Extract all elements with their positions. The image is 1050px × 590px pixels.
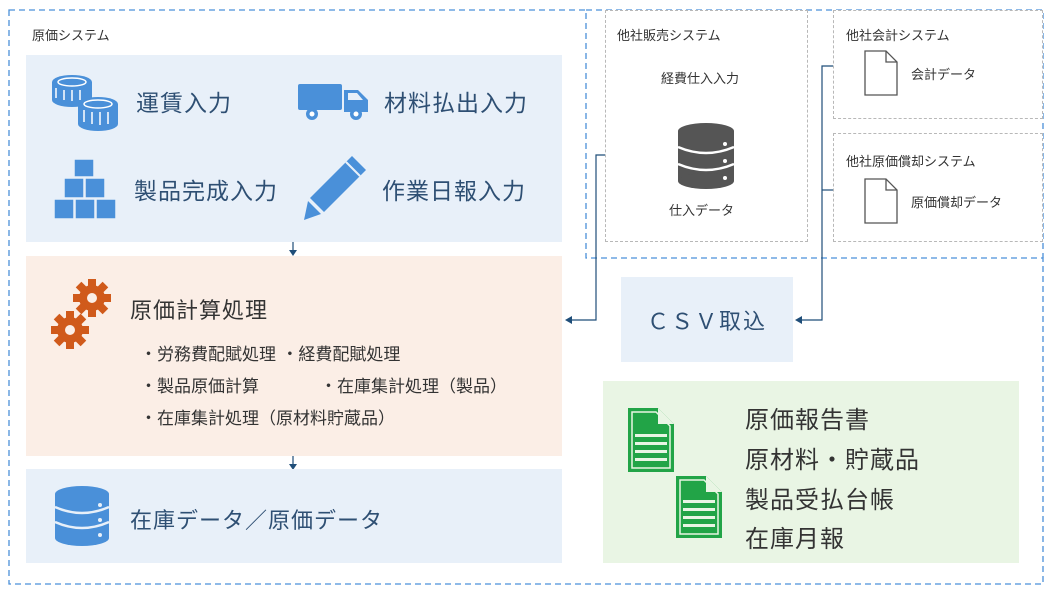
report-item-3: 製品受払台帳 [745, 486, 895, 514]
report-item-4: 在庫月報 [745, 525, 845, 553]
coins-icon [52, 75, 118, 131]
input-sagyo: 作業日報入力 [302, 154, 526, 224]
documents-icon [628, 408, 722, 538]
arrowhead-shiire-process [565, 316, 572, 324]
shokyaku-system-label: 他社原価償却システム [846, 155, 976, 170]
boxes-icon [53, 158, 117, 220]
database-icon [54, 486, 110, 546]
kaikei-system-label: 他社会計システム [846, 29, 950, 44]
input-unchin-label: 運賃入力 [136, 91, 232, 117]
csv-import-label: ＣＳＶ取込 [646, 309, 767, 335]
process-line-1: ・労務費配賦処理 ・経費配賦処理 [140, 345, 401, 365]
keihi-input-label: 経費仕入入力 [661, 72, 740, 87]
csv-import-box: ＣＳＶ取込 [621, 277, 793, 362]
genka-system-label: 原価システム [32, 29, 110, 44]
storage-panel [26, 469, 562, 563]
process-line-2: ・製品原価計算 [140, 377, 259, 397]
gears-icon [51, 279, 111, 349]
hanbai-system-label: 他社販売システム [617, 29, 721, 44]
input-unchin: 運賃入力 [50, 70, 232, 132]
process-panel [26, 256, 562, 456]
input-seihin-label: 製品完成入力 [134, 179, 278, 205]
file-icon [864, 50, 898, 96]
storage-label: 在庫データ／原価データ [130, 509, 384, 534]
pencil-icon [304, 156, 366, 220]
input-zairyo-label: 材料払出入力 [384, 91, 528, 117]
process-title: 原価計算処理 [130, 299, 269, 324]
kaikei-data-label: 会計データ [911, 68, 977, 83]
arrowhead-csv [795, 316, 802, 324]
truck-icon [298, 84, 368, 120]
input-seihin: 製品完成入力 [52, 157, 278, 221]
shokyaku-data-label: 原価償却データ [911, 196, 1003, 211]
input-sagyo-label: 作業日報入力 [382, 179, 526, 205]
report-item-1: 原価報告書 [745, 406, 870, 434]
shokyaku-system-box [833, 133, 1043, 242]
input-zairyo: 材料払出入力 [298, 80, 528, 122]
report-item-2: 原材料・貯蔵品 [745, 446, 920, 474]
file-icon [864, 178, 898, 224]
shiire-data-label: 仕入データ [669, 204, 735, 219]
server-db-icon [677, 123, 735, 189]
process-line-4: ・在庫集計処理（原材料貯蔵品） [140, 409, 395, 429]
process-line-3: ・在庫集計処理（製品） [320, 377, 507, 397]
